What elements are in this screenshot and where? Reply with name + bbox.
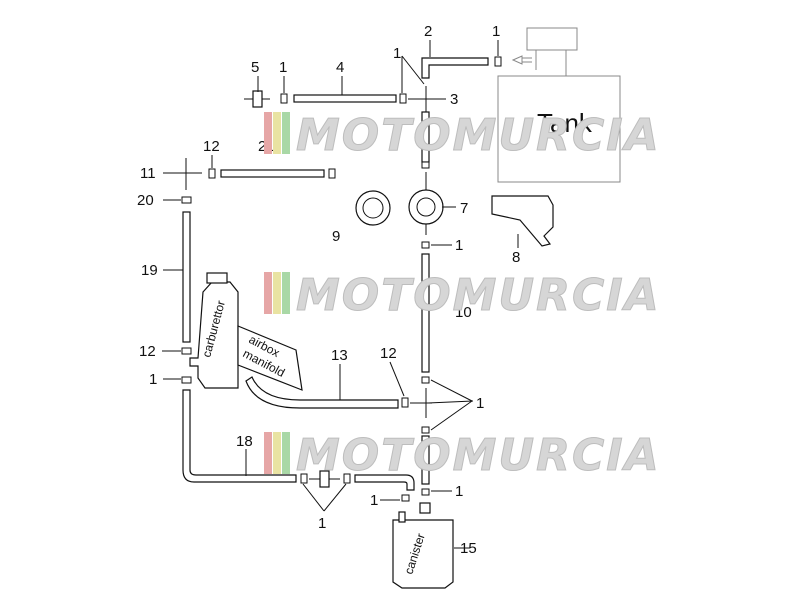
watermark-text-1: MOTOMURCIA [296,110,661,161]
callout-1-f: 1 [476,395,484,412]
clip-1-e [421,376,430,384]
part-4-hose [293,94,397,103]
callout-3: 3 [450,91,458,108]
airbox-manifold: airbox manifold [237,325,303,391]
part-7-filter [408,172,444,235]
callout-1-b: 1 [393,45,401,62]
vertical-hose-lower [421,435,430,485]
callout-4: 4 [336,59,344,76]
callout-20: 20 [137,192,154,209]
callout-1-h: 1 [370,492,378,509]
clip-1-g [421,488,430,496]
clip-1-j [401,494,410,502]
part-16-hose [354,474,415,491]
callout-5: 5 [251,59,259,76]
tank-label: Tank [537,108,593,138]
carburettor: carburettor [189,272,239,389]
callout-1-e: 1 [455,237,463,254]
part-17-valve [309,470,340,488]
part-8-bracket [491,195,554,247]
callout-1-i: 1 [455,483,463,500]
callout-18: 18 [236,433,253,450]
callout-15: 15 [460,540,477,557]
watermark-2: MOTOMURCIA [264,270,661,322]
part-18-hose [182,389,297,483]
part-21-hose [220,169,325,178]
clip-1-top [280,93,288,104]
clip-12-a [208,168,216,179]
clip-vertical-2 [421,241,430,249]
canister: canister [392,502,454,589]
clip-12-c [181,347,192,355]
callout-11: 11 [140,165,156,182]
callout-19: 19 [141,262,158,279]
leader-lines [162,40,519,549]
clip-1-f [421,426,430,434]
watermark-text-2: MOTOMURCIA [296,270,661,321]
callout-7: 7 [460,200,468,217]
watermark-3: MOTOMURCIA [264,430,661,482]
clip-12-d [401,397,409,408]
part-5-valve [244,90,270,108]
part-2-elbow [421,57,489,79]
watermark-1: MOTOMURCIA [264,110,661,162]
callout-1-c: 1 [492,23,500,40]
part-9-ring [355,190,391,226]
part-13-hose [245,376,399,409]
callout-2: 2 [424,23,432,40]
clip-1-h [300,473,308,484]
callout-13: 13 [331,347,348,364]
part-3-tee [408,86,432,112]
callout-12-b: 12 [139,343,156,360]
callout-9: 9 [332,228,340,245]
callout-12-a: 12 [203,138,220,155]
watermark-text-3: MOTOMURCIA [296,430,661,481]
callout-1-a: 1 [279,59,287,76]
part-10-hose [421,253,430,373]
clip-1-left [181,376,192,384]
part-19-hose [182,211,191,343]
callout-10: 10 [455,304,472,321]
clip-1-i [343,473,351,484]
callout-12-c: 12 [380,345,397,362]
callout-8: 8 [512,249,520,266]
fuel-tank: Tank [497,27,621,183]
callout-1-g: 1 [318,515,326,532]
callout-1-d: 1 [149,371,157,388]
clip-1-tank [494,56,502,67]
part-11-tee [178,158,202,190]
clip-12-b [328,168,336,179]
clip-20 [181,196,192,204]
clip-vertical-1 [421,161,430,169]
clip-1-top-right [399,93,407,104]
